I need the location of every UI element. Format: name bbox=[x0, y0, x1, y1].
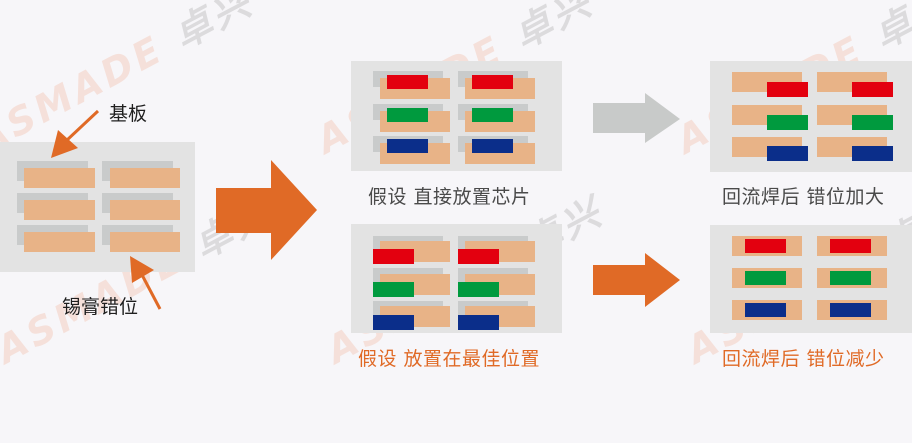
chip-green bbox=[767, 115, 808, 130]
chip-red bbox=[458, 249, 499, 264]
solder-paste bbox=[24, 232, 95, 252]
solder-paste bbox=[24, 168, 95, 188]
chip-green bbox=[373, 282, 414, 297]
chip-blue bbox=[387, 139, 428, 153]
chip-red bbox=[387, 75, 428, 89]
arrow-right-icon bbox=[593, 253, 680, 307]
caption-offset-reduced: 回流焊后 错位减少 bbox=[722, 348, 885, 370]
substrate-board bbox=[0, 142, 195, 272]
caption-offset-increased: 回流焊后 错位加大 bbox=[722, 186, 885, 208]
board-direct-placement bbox=[351, 61, 562, 171]
chip-red bbox=[830, 239, 871, 253]
chip-red bbox=[745, 239, 786, 253]
solder-paste bbox=[110, 168, 180, 188]
chip-red bbox=[767, 82, 808, 97]
chip-green bbox=[458, 282, 499, 297]
chip-blue bbox=[472, 139, 513, 153]
chip-green bbox=[387, 108, 428, 122]
chip-red bbox=[852, 82, 893, 97]
chip-blue bbox=[830, 303, 871, 317]
solder-paste bbox=[24, 200, 95, 220]
chip-green bbox=[830, 271, 871, 285]
chip-blue bbox=[458, 315, 499, 330]
chip-red bbox=[373, 249, 414, 264]
chip-blue bbox=[373, 315, 414, 330]
board-reflow-offset-increased bbox=[710, 61, 912, 172]
arrow-right-icon bbox=[593, 93, 680, 143]
solder-paste bbox=[110, 200, 180, 220]
chip-blue bbox=[745, 303, 786, 317]
chip-red bbox=[472, 75, 513, 89]
caption-optimal-placement: 假设 放置在最佳位置 bbox=[358, 348, 541, 370]
solder-paste bbox=[110, 232, 180, 252]
board-reflow-offset-reduced bbox=[710, 225, 912, 333]
chip-green bbox=[852, 115, 893, 130]
caption-direct-placement: 假设 直接放置芯片 bbox=[368, 186, 531, 208]
label-substrate: 基板 bbox=[109, 103, 148, 125]
chip-green bbox=[472, 108, 513, 122]
chip-blue bbox=[767, 146, 808, 161]
board-optimal-placement bbox=[351, 224, 562, 333]
label-paste-offset: 锡膏错位 bbox=[62, 296, 139, 318]
arrow-right-icon bbox=[216, 160, 317, 260]
chip-blue bbox=[852, 146, 893, 161]
chip-green bbox=[745, 271, 786, 285]
